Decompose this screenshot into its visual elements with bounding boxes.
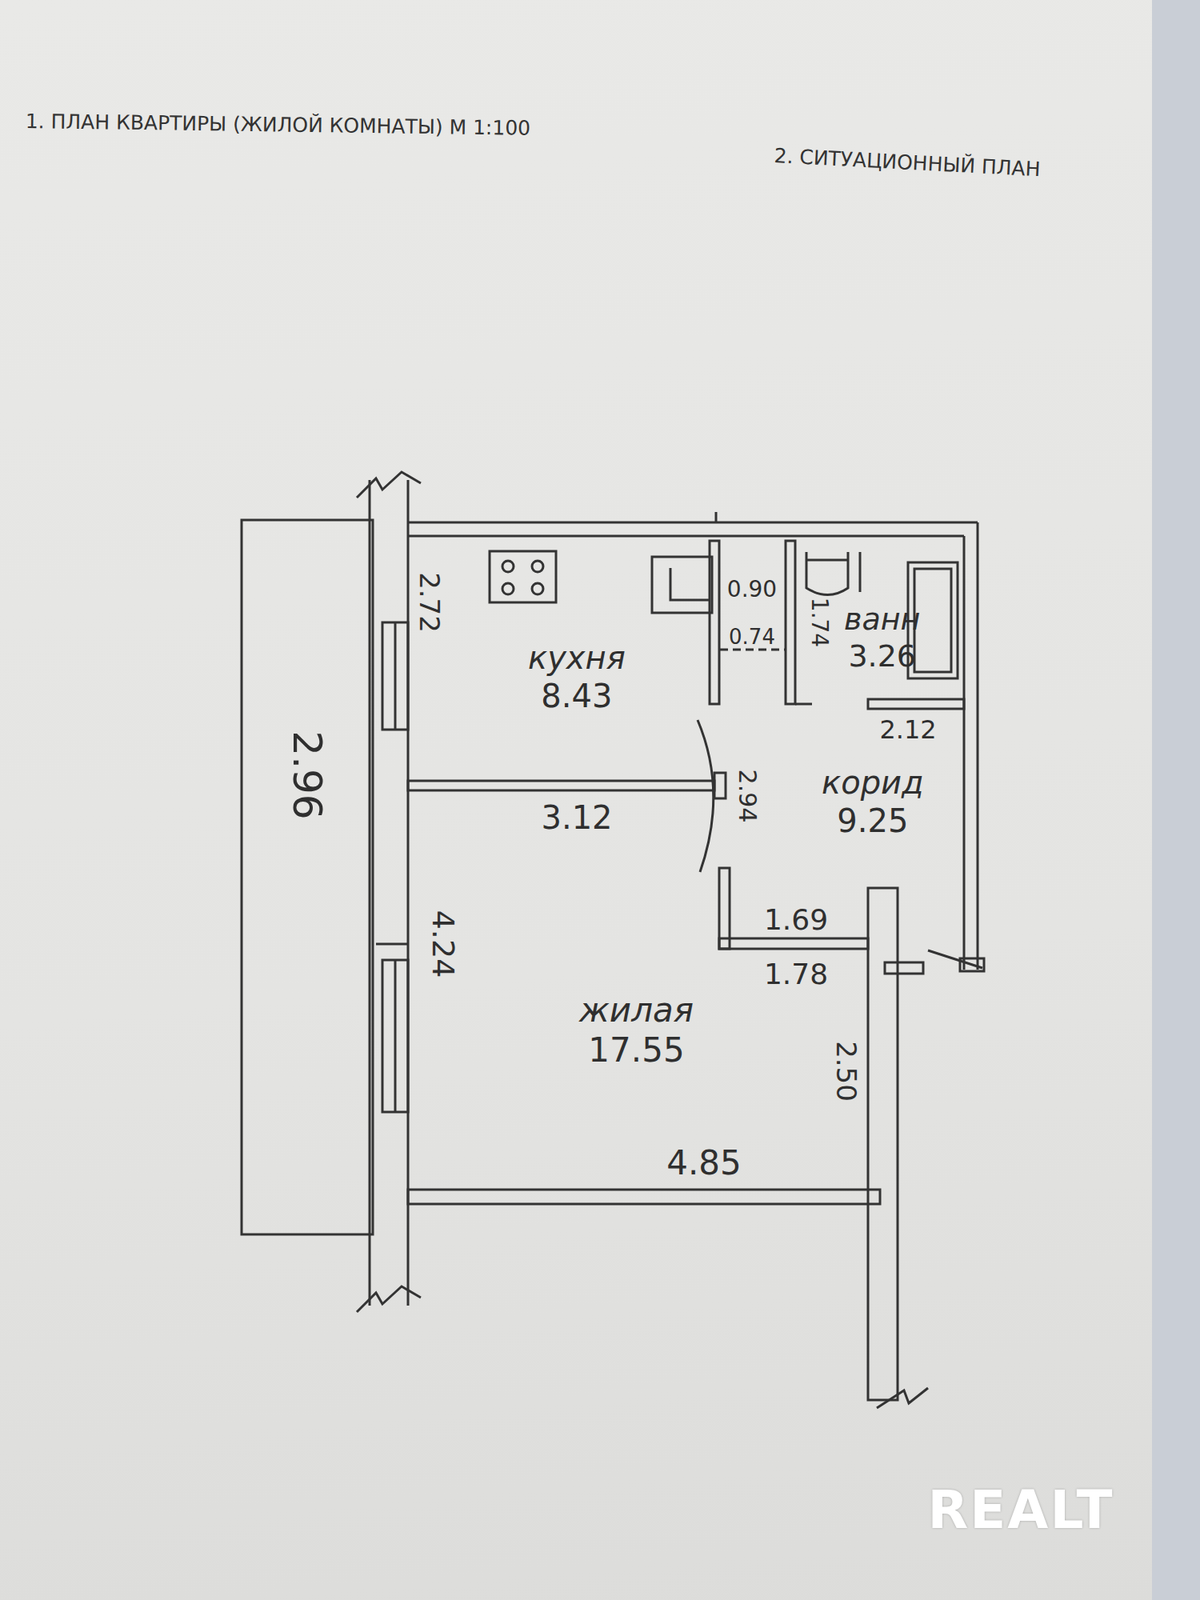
corridor-room: корид9.25	[821, 763, 924, 840]
watermark: REALT	[927, 1480, 1114, 1541]
page-edge	[1152, 0, 1200, 1600]
kitchen-room: кухня8.43	[528, 638, 626, 716]
dimension: 4.24	[424, 910, 460, 979]
dimension: 2.72	[412, 572, 444, 633]
bathroom-room: ванн3.26	[844, 601, 920, 675]
dimension: 2.96	[283, 730, 330, 820]
dimension: 2.50	[829, 1040, 861, 1102]
living-room: жилая17.55	[579, 990, 694, 1072]
dimension: 2.94	[733, 769, 762, 824]
walls	[241, 472, 984, 1408]
dimension: 1.78	[764, 957, 828, 991]
dimension: 1.69	[764, 903, 828, 936]
room-area: 3.26	[844, 638, 920, 676]
room-area: 17.55	[579, 1030, 694, 1071]
plan-heading: 2. СИТУАЦИОННЫЙ ПЛАН	[773, 144, 1041, 182]
dimension: 0.90	[727, 576, 777, 603]
room-name: кухня	[528, 638, 626, 677]
room-name: ванн	[844, 601, 920, 639]
dimension: 1.74	[806, 597, 832, 648]
dimension: 4.85	[666, 1144, 742, 1183]
room-area: 9.25	[821, 801, 924, 840]
dimension: 3.12	[540, 799, 612, 836]
dimension: 0.74	[728, 625, 776, 650]
dimension: 2.12	[879, 715, 936, 745]
room-name: жилая	[579, 990, 694, 1031]
room-area: 8.43	[528, 676, 626, 716]
plan-title: 1. ПЛАН КВАРТИРЫ (ЖИЛОЙ КОМНАТЫ) М 1:100	[25, 110, 532, 141]
room-name: корид	[821, 763, 924, 802]
